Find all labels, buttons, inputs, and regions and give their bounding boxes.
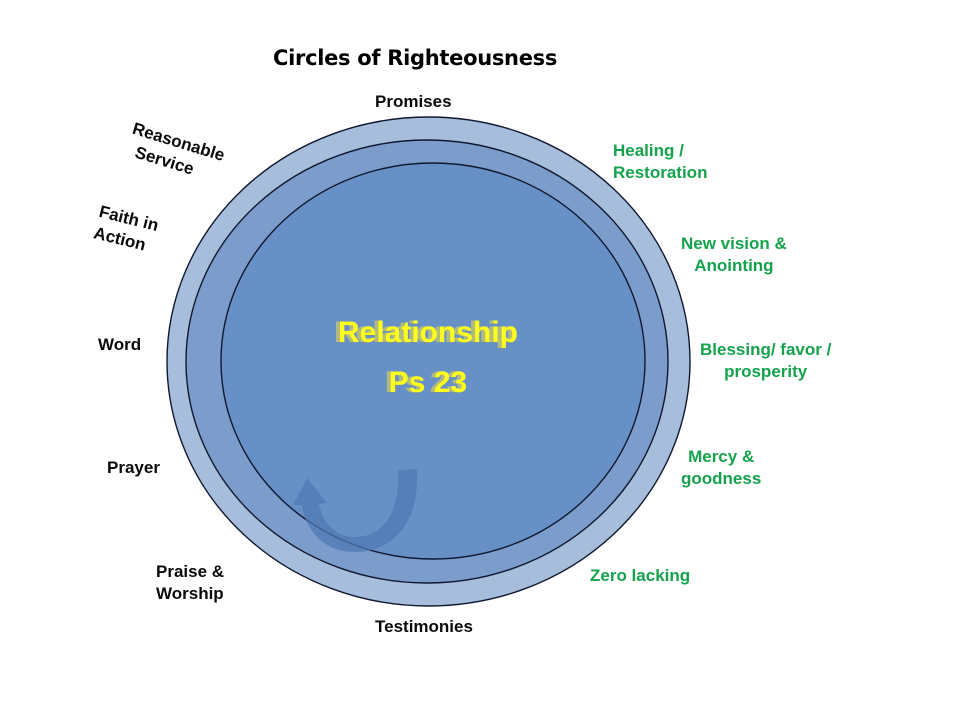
label-blessing-favor-prosperity: Blessing/ favor / prosperity [700,340,832,381]
cycle-arrow-icon [293,469,418,552]
label-prayer: Prayer [107,458,160,477]
label-new-vision-anointing: New vision & Anointing [681,234,787,275]
label-zero-lacking: Zero lacking [590,566,691,585]
label-healing-restoration: Healing / Restoration [613,141,708,182]
label-mercy-goodness: Mercy & goodness [681,447,762,488]
label-testimonies: Testimonies [375,617,473,636]
inner-circle [220,162,646,560]
label-word: Word [98,335,142,354]
diagram-title: Circles of Righteousness [273,46,558,70]
label-promises: Promises [375,92,452,111]
label-praise-worship: Praise & Worship [156,562,225,603]
center-label-relationship: Relationship [337,316,518,349]
center-label-psalm: Ps 23 [388,366,468,399]
